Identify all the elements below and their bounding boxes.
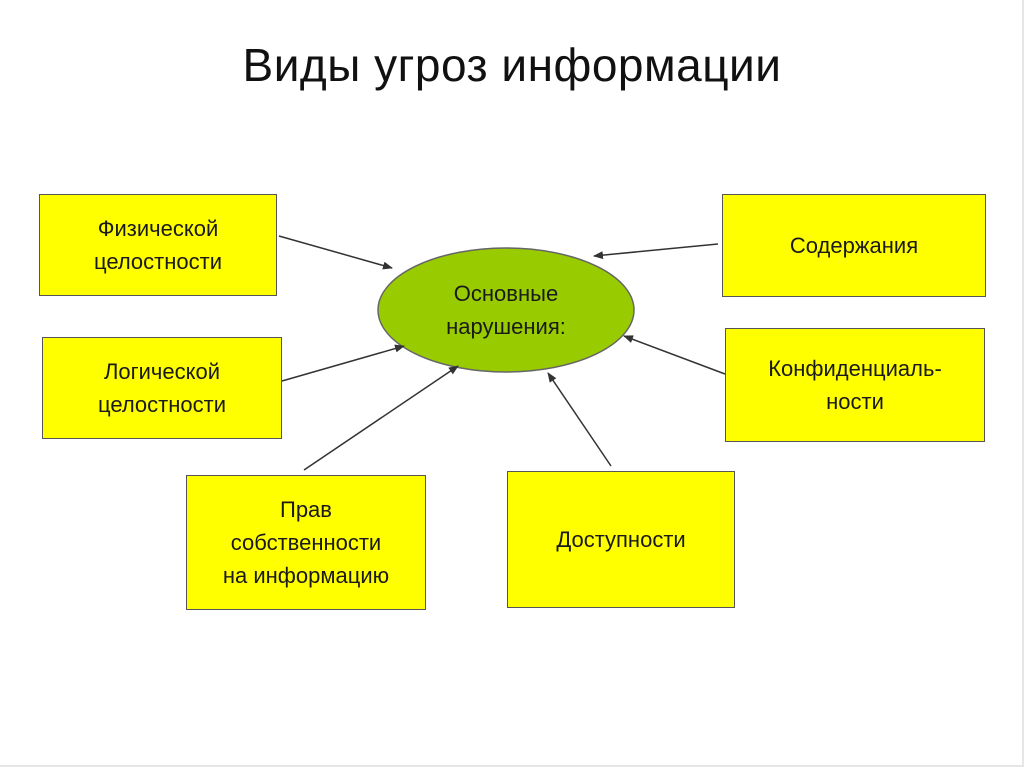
arrow-logical — [281, 344, 405, 382]
arrow-content — [593, 243, 719, 260]
box-content: Содержания — [722, 194, 986, 297]
box-physical-integrity: Физической целостности — [39, 194, 277, 296]
arrow-physical — [278, 235, 393, 270]
arrow-accessibility — [547, 372, 612, 467]
box-accessibility: Доступности — [507, 471, 735, 608]
box-physical-integrity-label: Физической целостности — [93, 216, 222, 274]
hub-ellipse — [377, 247, 635, 373]
box-logical-integrity-label: Логической целостности — [97, 359, 226, 417]
arrow-property — [303, 365, 459, 471]
box-property-rights-label: Прав собственности на информацию — [222, 497, 390, 588]
box-confidentiality: Конфиденциаль- ности — [725, 328, 985, 442]
box-accessibility-label: Доступности — [556, 527, 686, 552]
box-logical-integrity: Логической целостности — [42, 337, 282, 439]
slide-title: Виды угроз информации — [242, 39, 782, 91]
arrow-confidentiality — [623, 335, 726, 375]
box-property-rights: Прав собственности на информацию — [186, 475, 426, 610]
hub-label: Основные нарушения: — [446, 281, 566, 339]
box-confidentiality-label: Конфиденциаль- ности — [768, 356, 942, 414]
box-content-label: Содержания — [789, 233, 919, 258]
